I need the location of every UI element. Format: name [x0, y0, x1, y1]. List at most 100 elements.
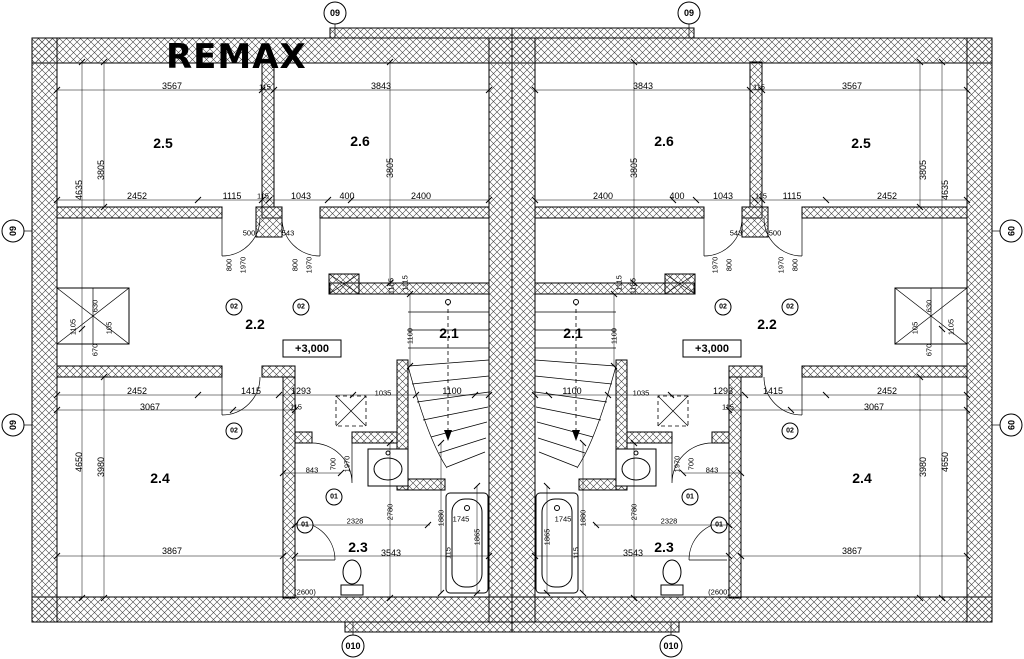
room-label: 2.5: [851, 135, 871, 151]
bathroom-wall: [351, 431, 398, 444]
dimension-label: 1745: [453, 515, 470, 524]
dimension-label: 4635: [940, 180, 950, 200]
dimension-label: 500: [243, 229, 256, 238]
dimension-label: 843: [306, 466, 319, 475]
dimension-label: 1115: [401, 275, 410, 291]
dimension-label: 700: [329, 458, 338, 471]
dimension-label: 800: [791, 259, 800, 272]
axis-marker-circles: [1, 1, 365, 658]
dimension-label: 2328: [661, 517, 678, 526]
washer-icon: [335, 395, 367, 427]
axis-marker-label: 09: [1006, 226, 1016, 236]
dimension-label: 3543: [623, 548, 643, 558]
dimension-label: 800: [225, 259, 234, 272]
dimension-label: 115: [257, 192, 269, 201]
room-label: 2.6: [654, 133, 674, 149]
dimension-label: 1970: [343, 456, 352, 473]
door-marker-label: 02: [719, 304, 727, 311]
dimension-label: 1115: [615, 275, 624, 291]
dimension-label: 1035: [375, 389, 392, 398]
room-label: 2.5: [153, 135, 173, 151]
dimension-label: 3980: [96, 457, 106, 477]
dimension-label: 115: [722, 403, 734, 412]
dimension-label: 3867: [162, 546, 182, 556]
dimension-label: 105: [105, 322, 114, 335]
dimension-label: 1100: [562, 386, 581, 396]
elevation-label: +3,000: [695, 343, 729, 355]
duct-cross: [328, 273, 360, 295]
dimension-label: 115: [444, 547, 453, 559]
dimension-label: 700: [687, 458, 696, 471]
interior-wall: [282, 376, 296, 599]
dimension-label: 115: [755, 192, 767, 201]
dimension-label: 1185: [387, 278, 396, 294]
dimension-label: 1865: [473, 529, 482, 546]
axis-marker-label: 09: [8, 420, 18, 430]
axis-marker-label: 09: [684, 8, 694, 18]
dimension-label: 3805: [385, 158, 395, 178]
interior-wall: [56, 365, 223, 378]
dimension-label: 1185: [629, 278, 638, 294]
door-marker-circles: [225, 298, 343, 534]
door-marker-label: 01: [330, 494, 338, 501]
dimension-label: 400: [669, 191, 684, 201]
dimension-label: 630: [91, 300, 100, 313]
dimension-label: 105: [911, 322, 920, 335]
dimension-label: 500: [769, 229, 782, 238]
dimension-label: 1970: [777, 257, 786, 274]
room-label: 2.6: [350, 133, 370, 149]
axis-marker-label: 09: [330, 8, 340, 18]
bottom-parapet-wall: [344, 621, 513, 633]
dimension-label: 1115: [223, 191, 242, 201]
interior-wall: [319, 206, 490, 219]
door-marker-label: 02: [297, 304, 305, 311]
dimension-label: 3980: [918, 457, 928, 477]
dimension-label: 1880: [579, 510, 588, 527]
bathtub-icon: [445, 492, 489, 594]
dimension-label: (2600): [708, 588, 730, 597]
axis-marker-label: 010: [345, 641, 360, 651]
dimension-label: 1115: [783, 191, 802, 201]
room-label: 2.2: [245, 316, 265, 332]
top-wall: [31, 37, 513, 64]
dimension-label: 800: [291, 259, 300, 272]
dimension-label: 4650: [940, 452, 950, 472]
stair-arrow: [444, 430, 452, 441]
dimension-label: 1970: [305, 257, 314, 274]
dimension-label: 1745: [555, 515, 572, 524]
dimension-label: 115: [572, 547, 581, 559]
walls-group: [31, 27, 513, 633]
dimension-label: 1970: [239, 257, 248, 274]
dimension-label: 1970: [673, 456, 682, 473]
left-wall: [31, 37, 58, 623]
axis-marker-label: 010: [663, 641, 678, 651]
elevation-box: [282, 339, 342, 358]
interior-wall: [261, 365, 296, 378]
dimension-label: 1880: [437, 510, 446, 527]
room-label: 2.4: [150, 470, 170, 486]
dimension-label: 2780: [630, 504, 639, 521]
dimension-label: 800: [725, 259, 734, 272]
door-marker-label: 01: [686, 494, 694, 501]
room-label: 2.1: [563, 325, 583, 341]
door-marker-label: 02: [230, 428, 238, 435]
dimension-label: 3067: [140, 402, 160, 412]
dimension-label: 670: [925, 344, 934, 357]
dimension-label: 1035: [633, 389, 650, 398]
door-marker-label: 01: [715, 522, 723, 529]
sink-icon: [367, 448, 409, 487]
dimension-label: 3805: [96, 160, 106, 180]
dimension-label: 543: [282, 229, 295, 238]
dimension-label: 1105: [947, 319, 956, 335]
dimension-label: 1415: [763, 386, 783, 396]
party-wall: [488, 37, 513, 623]
unit-left-linework: [1, 1, 513, 658]
dimension-label: 1100: [406, 328, 415, 344]
dimension-label: 1865: [543, 529, 552, 546]
dimension-label: 1970: [711, 257, 720, 274]
dimension-label: 843: [706, 466, 719, 475]
remax-logo: REMAX: [166, 37, 307, 77]
axis-marker-label: 09: [8, 226, 18, 236]
